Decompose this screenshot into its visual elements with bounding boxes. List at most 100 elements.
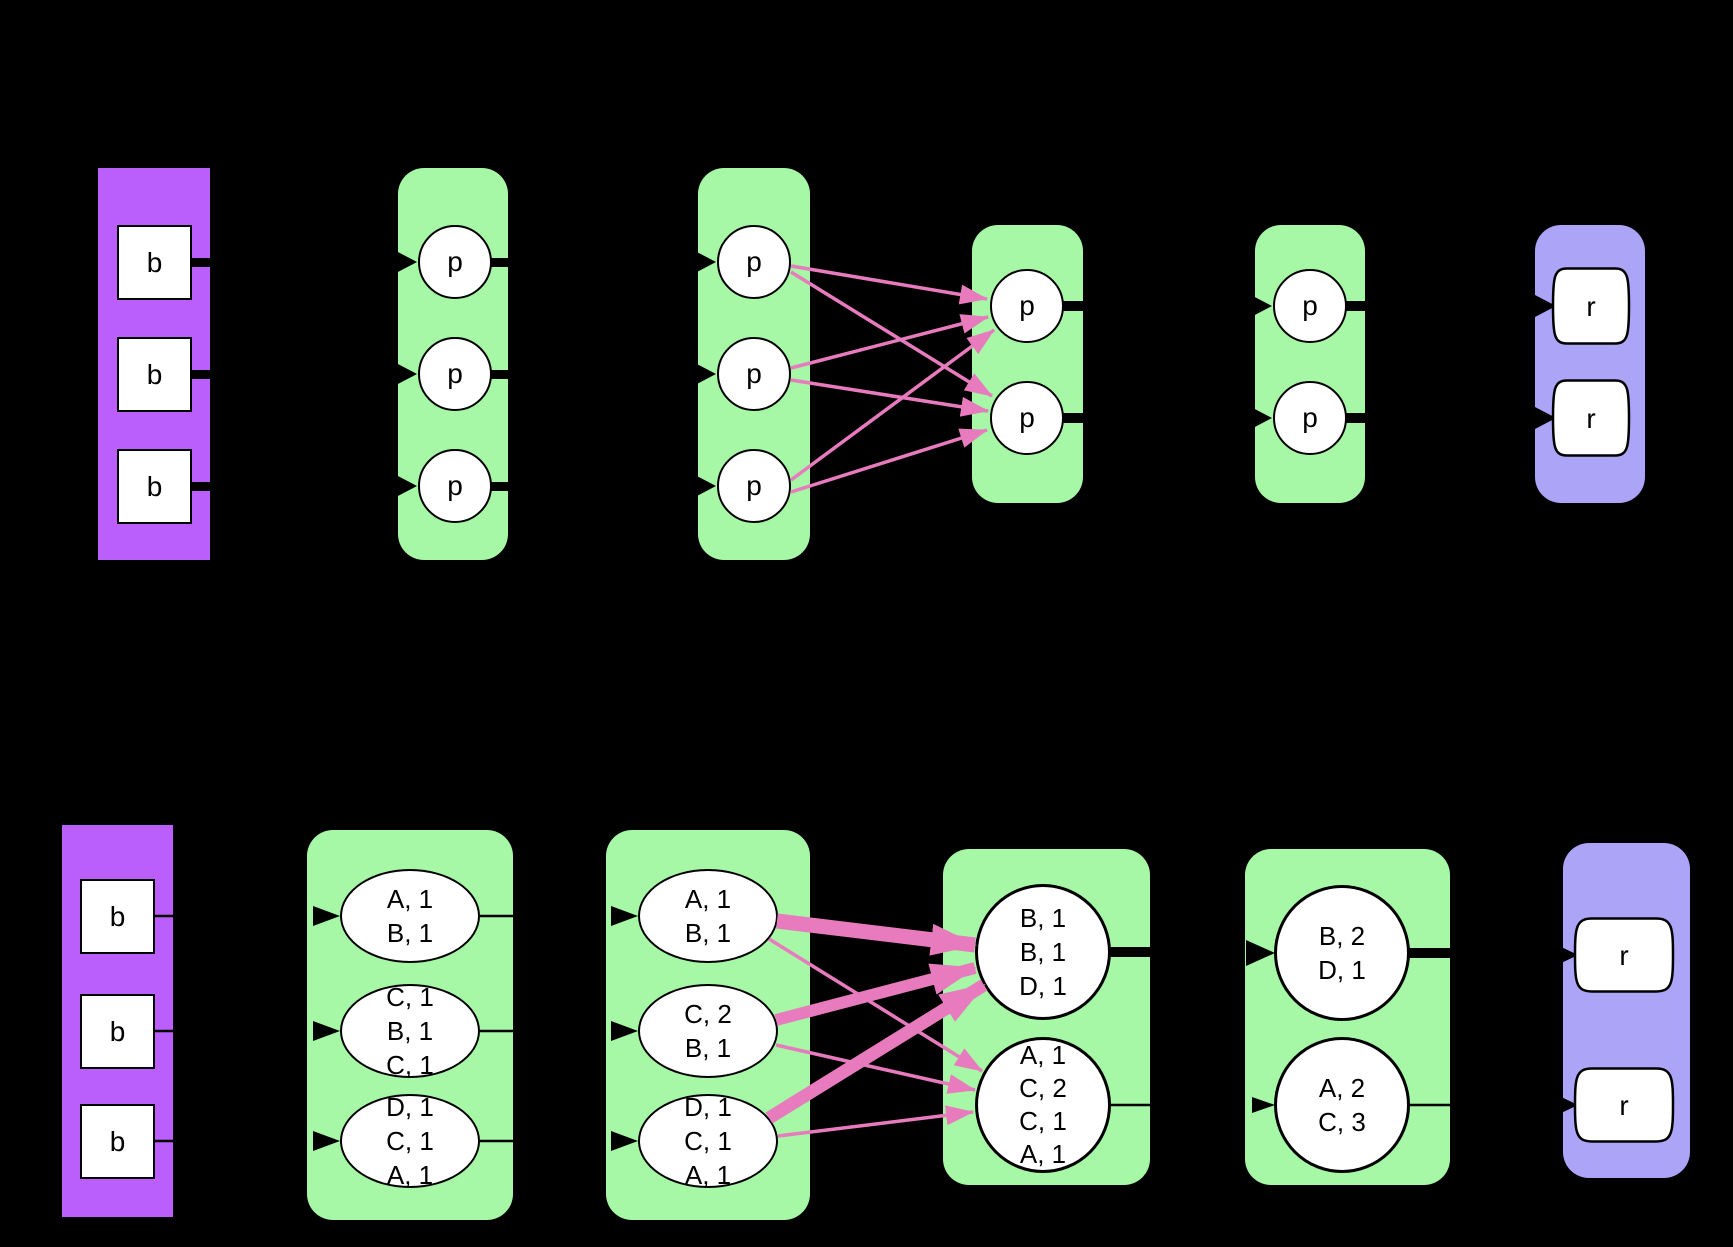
grouped-elements-node: A, 1 C, 2 C, 1 A, 1 (975, 1037, 1111, 1173)
top-input-arrowheads (396, 251, 1556, 497)
input-arrowhead (695, 475, 716, 497)
node-line: C, 1 (1019, 1106, 1067, 1136)
combined-elements-node: D, 1 C, 1 A, 1 (638, 1092, 778, 1190)
shuffle-arrow-thick (765, 979, 988, 1124)
process-node-label: p (746, 246, 762, 277)
shuffle-arrow-thin (775, 1043, 976, 1094)
output-stub-thick (1109, 947, 1151, 957)
process-node-label: p (1019, 402, 1035, 433)
input-arrowhead (695, 363, 716, 385)
combined-elements-node: C, 2 B, 1 (638, 984, 778, 1078)
input-arrowhead (611, 1021, 638, 1041)
process-node-label: p (1302, 290, 1318, 321)
output-stub (192, 482, 211, 491)
input-arrowhead (1557, 945, 1578, 965)
sink-node-label: r (1619, 940, 1628, 971)
node-line: A, 1 (684, 1160, 732, 1190)
process-node-label: p (447, 246, 463, 277)
bundle-node-label: b (146, 246, 163, 278)
input-arrowhead (1246, 940, 1275, 966)
bundle-node: b (80, 1104, 155, 1179)
aggregated-elements-node: B, 2 D, 1 (1274, 885, 1410, 1021)
shuffle-arrow (790, 270, 993, 398)
output-stub-thick (1408, 948, 1451, 958)
shuffle-arrow-thin (777, 1105, 974, 1138)
node-line: B, 1 (386, 918, 434, 948)
node-line: B, 1 (1019, 903, 1067, 933)
input-arrowhead (695, 251, 716, 273)
node-line: C, 1 (386, 982, 434, 1012)
node-line: C, 1 (684, 1126, 732, 1156)
process-node: p (418, 225, 492, 299)
process-node: p (1273, 269, 1347, 343)
shuffle-arrow (789, 328, 996, 482)
process-node: p (418, 449, 492, 523)
bottom-shuffle-arrows (765, 913, 988, 1138)
sink-node (1573, 917, 1675, 993)
top-sink-nodes: r r (1551, 267, 1631, 457)
node-line: A, 1 (1019, 1040, 1067, 1070)
bundle-node-label: b (146, 358, 163, 390)
sink-node (1551, 267, 1631, 345)
combined-elements-node: A, 1 B, 1 (638, 869, 778, 963)
process-node-label: p (1019, 290, 1035, 321)
node-line: B, 1 (1019, 937, 1067, 967)
bundle-node: b (117, 337, 192, 412)
sink-node-label: r (1619, 1090, 1628, 1121)
process-node-label: p (746, 358, 762, 389)
process-node-label: p (447, 470, 463, 501)
node-line: A, 1 (684, 884, 732, 914)
bundle-node-label: b (109, 1015, 126, 1047)
sink-node (1551, 379, 1631, 457)
process-node: p (717, 225, 791, 299)
input-arrowhead (611, 1131, 638, 1151)
shuffle-arrow-thick (774, 962, 977, 1026)
output-stub (1346, 301, 1367, 311)
input-arrowhead (313, 906, 340, 926)
bundle-node-label: b (146, 470, 163, 502)
bundle-node: b (117, 449, 192, 524)
output-stub (1062, 413, 1084, 423)
input-arrowhead (1252, 1097, 1275, 1113)
input-arrowhead (313, 1021, 340, 1041)
top-output-stubs (192, 258, 1367, 491)
shuffle-arrow-thick (776, 913, 977, 956)
sink-node-label: r (1586, 403, 1595, 434)
output-stub (491, 258, 509, 267)
bundle-node-label: b (109, 1125, 126, 1157)
node-line: A, 1 (386, 884, 434, 914)
grouped-elements-node: B, 1 B, 1 D, 1 (975, 884, 1111, 1020)
process-node: p (717, 449, 791, 523)
process-node: p (990, 381, 1064, 455)
node-line: B, 1 (386, 1016, 434, 1046)
input-arrowhead (396, 251, 417, 273)
shuffle-arrow (790, 314, 989, 370)
elements-node: C, 1 B, 1 C, 1 (340, 982, 480, 1080)
node-line: B, 1 (684, 918, 732, 948)
node-line: D, 1 (1318, 955, 1366, 985)
input-arrowhead (1535, 407, 1556, 429)
node-line: A, 2 (1318, 1073, 1366, 1103)
process-node: p (990, 269, 1064, 343)
process-node-label: p (746, 470, 762, 501)
input-arrowhead (313, 1131, 340, 1151)
process-node-label: p (447, 358, 463, 389)
node-line: D, 1 (684, 1092, 732, 1122)
node-line: C, 2 (1019, 1073, 1067, 1103)
node-line: B, 1 (684, 1033, 732, 1063)
output-stub (192, 258, 211, 267)
bundle-node: b (80, 994, 155, 1069)
node-line: D, 1 (1019, 971, 1067, 1001)
bottom-sink-nodes: r r (1573, 917, 1675, 1143)
bottom-input-arrowheads (313, 906, 1578, 1151)
bundle-node: b (80, 879, 155, 954)
node-line: C, 2 (684, 999, 732, 1029)
input-arrowhead (1535, 295, 1556, 317)
node-line: C, 1 (386, 1126, 434, 1156)
output-stub (1062, 301, 1084, 311)
bottom-output-stubs (155, 914, 1451, 1143)
output-stub (192, 370, 211, 379)
sink-node (1573, 1067, 1675, 1143)
sink-node-label: r (1586, 291, 1595, 322)
